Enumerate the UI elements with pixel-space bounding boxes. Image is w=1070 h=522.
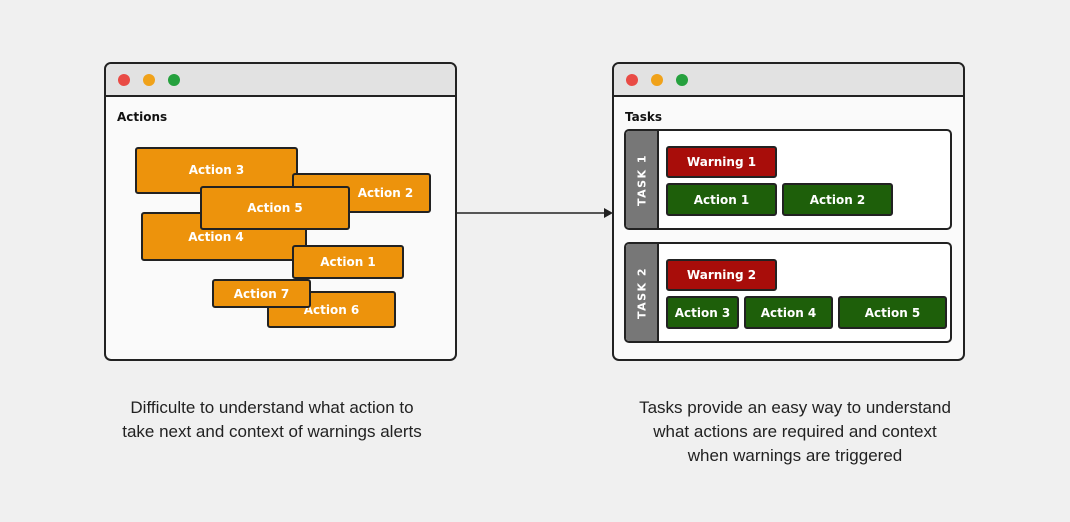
task-action-box: Action 2 xyxy=(782,183,893,216)
warning-badge: Warning 1 xyxy=(666,146,777,178)
caption-line: what actions are required and context xyxy=(653,422,937,441)
tasks-window: Tasks TASK 1 Warning 1 Action 1 Action 2… xyxy=(612,62,965,361)
task-card-1: TASK 1 Warning 1 Action 1 Action 2 xyxy=(624,129,952,230)
window-titlebar xyxy=(106,64,455,97)
window-title: Actions xyxy=(117,110,168,124)
caption-line: Tasks provide an easy way to understand xyxy=(639,398,951,417)
window-titlebar xyxy=(614,64,963,97)
left-caption: Difficulte to understand what action to … xyxy=(80,396,464,444)
task-label-text: TASK 1 xyxy=(635,153,648,206)
action-7-box: Action 7 xyxy=(212,279,311,308)
task-label-text: TASK 2 xyxy=(635,266,648,319)
maximize-dot-icon xyxy=(676,74,688,86)
right-caption: Tasks provide an easy way to understand … xyxy=(600,396,990,468)
caption-line: take next and context of warnings alerts xyxy=(122,422,422,441)
window-title: Tasks xyxy=(625,110,663,124)
caption-line: when warnings are triggered xyxy=(687,446,903,465)
task-action-box: Action 3 xyxy=(666,296,739,329)
task-card-2: TASK 2 Warning 2 Action 3 Action 4 Actio… xyxy=(624,242,952,343)
maximize-dot-icon xyxy=(168,74,180,86)
action-5-box: Action 5 xyxy=(200,186,350,230)
warning-badge: Warning 2 xyxy=(666,259,777,291)
task-action-box: Action 4 xyxy=(744,296,833,329)
task-label: TASK 2 xyxy=(626,244,659,341)
task-action-box: Action 5 xyxy=(838,296,947,329)
action-1-box: Action 1 xyxy=(292,245,404,279)
minimize-dot-icon xyxy=(143,74,155,86)
close-dot-icon xyxy=(626,74,638,86)
minimize-dot-icon xyxy=(651,74,663,86)
task-action-box: Action 1 xyxy=(666,183,777,216)
close-dot-icon xyxy=(118,74,130,86)
actions-window: Actions Action 3 Action 2 Action 4 Actio… xyxy=(104,62,457,361)
task-label: TASK 1 xyxy=(626,131,659,228)
caption-line: Difficulte to understand what action to xyxy=(130,398,414,417)
